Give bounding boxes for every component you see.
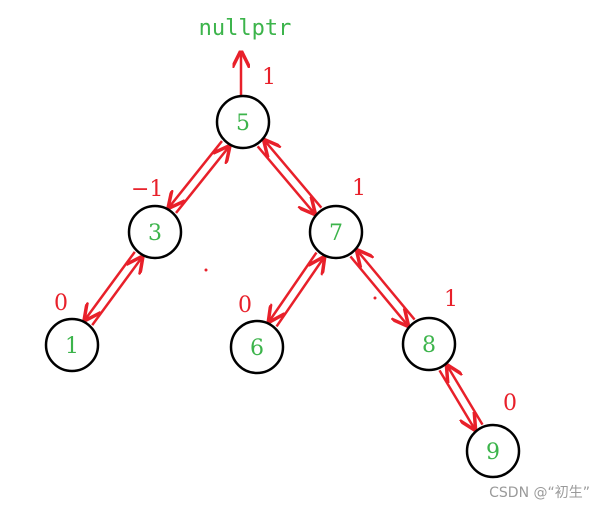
tree-node: 81 xyxy=(401,287,458,372)
tree-node: 71 xyxy=(308,176,366,260)
stray-dot xyxy=(373,296,377,300)
node-value: 7 xyxy=(329,221,343,246)
edge-arrow-down xyxy=(269,251,318,322)
node-value: 6 xyxy=(250,336,264,361)
edge-arrow-up xyxy=(447,366,484,426)
edge-arrow-up xyxy=(91,257,142,326)
node-circle xyxy=(465,423,521,479)
balance-factor: −1 xyxy=(131,177,163,202)
edges-layer xyxy=(85,140,484,429)
node-value: 9 xyxy=(486,440,500,465)
stray-dot xyxy=(204,268,208,272)
edge-arrow-up xyxy=(265,140,323,209)
edge-arrow-down xyxy=(438,369,475,429)
balance-factor: 1 xyxy=(262,65,276,90)
edge-arrow-down xyxy=(169,140,223,207)
edge-arrow-down xyxy=(85,251,136,320)
edge-arrow-up xyxy=(175,147,229,214)
edge-arrow-down xyxy=(349,255,407,325)
root-parent-label: nullptr xyxy=(199,16,292,41)
node-circle xyxy=(215,94,271,150)
node-circle xyxy=(127,204,183,260)
balance-factor: 0 xyxy=(503,391,517,416)
node-circle xyxy=(401,316,457,372)
node-value: 8 xyxy=(422,333,436,358)
edge-arrow-up xyxy=(357,251,416,321)
node-value: 1 xyxy=(65,334,79,359)
tree-node: 10 xyxy=(44,291,100,373)
balance-factor: 0 xyxy=(54,291,68,316)
node-value: 5 xyxy=(236,111,250,136)
tree-node: 3 −1 xyxy=(127,177,183,260)
watermark: CSDN @“初生” xyxy=(489,485,590,501)
tree-node: 60 xyxy=(229,293,285,375)
tree-node: 51 xyxy=(215,65,276,150)
balance-factor: 0 xyxy=(238,293,252,318)
balance-factor: 1 xyxy=(444,287,458,312)
edge-arrow-up xyxy=(275,258,324,328)
node-circle xyxy=(308,204,364,260)
node-circle xyxy=(44,317,100,373)
node-circle xyxy=(229,319,285,375)
node-value: 3 xyxy=(148,221,162,246)
balance-factor: 1 xyxy=(352,176,366,201)
tree-node: 90 xyxy=(465,391,521,479)
edge-arrow-down xyxy=(256,145,315,213)
